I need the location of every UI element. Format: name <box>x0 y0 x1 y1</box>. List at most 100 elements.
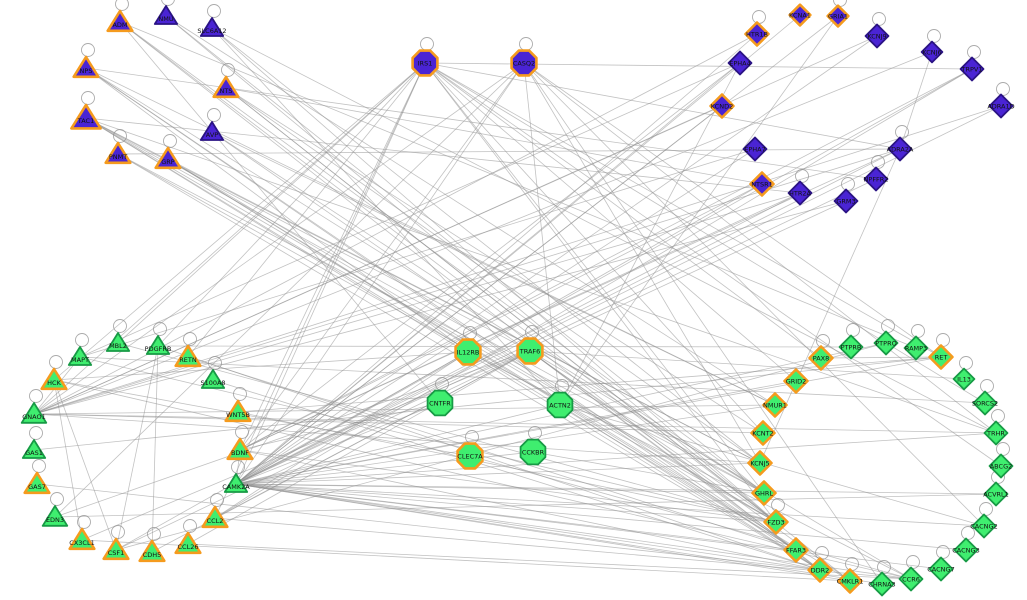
diamond-node-shape[interactable] <box>833 188 859 214</box>
triangle-node-shape[interactable] <box>21 439 47 459</box>
graph-node[interactable]: CNTFR <box>426 389 454 417</box>
graph-node[interactable]: WNT5B <box>224 399 252 423</box>
triangle-node-shape[interactable] <box>153 5 179 25</box>
graph-node[interactable]: KCNJ5 <box>747 450 773 476</box>
triangle-node-shape[interactable] <box>70 103 102 130</box>
diamond-node-shape[interactable] <box>808 345 834 371</box>
triangle-node-shape[interactable] <box>200 369 226 389</box>
triangle-node-shape[interactable] <box>40 367 68 391</box>
graph-node[interactable]: GRID2 <box>783 368 809 394</box>
graph-node[interactable]: NMUR1 <box>762 392 788 418</box>
graph-node[interactable]: NMU <box>153 5 179 25</box>
diamond-node-shape[interactable] <box>928 556 954 582</box>
graph-node[interactable]: IL12RB <box>454 338 482 366</box>
triangle-node-shape[interactable] <box>201 505 229 529</box>
graph-node[interactable]: CACNG2 <box>970 513 998 539</box>
graph-node[interactable]: ACTN2 <box>546 391 574 419</box>
graph-node[interactable]: CCR6 <box>898 566 924 592</box>
graph-node[interactable]: CLEC7A <box>456 442 484 470</box>
diamond-node-shape[interactable] <box>750 420 776 446</box>
triangle-node-shape[interactable] <box>224 399 252 423</box>
octagon-node-shape[interactable] <box>426 389 454 417</box>
graph-node[interactable]: CX3CL1 <box>68 527 96 551</box>
triangle-node-shape[interactable] <box>174 344 202 368</box>
octagon-node-shape[interactable] <box>510 49 538 77</box>
triangle-node-shape[interactable] <box>212 75 240 99</box>
triangle-node-shape[interactable] <box>154 146 182 170</box>
graph-node[interactable]: HCK <box>40 367 68 391</box>
diamond-node-shape[interactable] <box>727 50 753 76</box>
graph-node[interactable]: GAS1 <box>21 439 47 459</box>
diamond-node-shape[interactable] <box>988 93 1014 119</box>
graph-node[interactable]: ADRA2A <box>887 136 914 162</box>
diamond-node-shape[interactable] <box>972 390 998 416</box>
diamond-node-shape[interactable] <box>747 450 773 476</box>
triangle-node-shape[interactable] <box>199 121 225 141</box>
octagon-node-shape[interactable] <box>546 391 574 419</box>
triangle-node-shape[interactable] <box>23 471 51 495</box>
graph-node[interactable]: AVP <box>199 121 225 141</box>
graph-node[interactable]: S100A8 <box>200 369 226 389</box>
graph-node[interactable]: HTR1B <box>744 21 770 47</box>
graph-node[interactable]: EDN3 <box>41 505 69 527</box>
diamond-node-shape[interactable] <box>744 21 770 47</box>
graph-node[interactable]: HTR2A <box>787 180 813 206</box>
graph-node[interactable]: PDGFRB <box>145 335 172 355</box>
graph-node[interactable]: GNAO1 <box>20 402 48 424</box>
graph-node[interactable]: CHRNA3 <box>868 571 896 597</box>
graph-node[interactable]: ADRA1D <box>987 93 1015 119</box>
diamond-node-shape[interactable] <box>787 180 813 206</box>
graph-node[interactable]: CSF1 <box>102 537 130 561</box>
graph-node[interactable]: SORCS2 <box>972 390 998 416</box>
octagon-node-shape[interactable] <box>411 49 439 77</box>
graph-node[interactable]: KCNJ6 <box>920 40 944 64</box>
graph-node[interactable]: CAMK2A <box>222 473 250 493</box>
diamond-node-shape[interactable] <box>783 537 809 563</box>
triangle-node-shape[interactable] <box>223 473 249 493</box>
graph-node[interactable]: TAC1 <box>70 103 102 130</box>
diamond-node-shape[interactable] <box>988 453 1014 479</box>
graph-node[interactable]: NTS <box>212 75 240 99</box>
graph-node[interactable]: GAS7 <box>23 471 51 495</box>
diamond-node-shape[interactable] <box>837 568 863 594</box>
triangle-node-shape[interactable] <box>68 527 96 551</box>
triangle-node-shape[interactable] <box>199 17 225 37</box>
diamond-node-shape[interactable] <box>864 23 890 49</box>
triangle-node-shape[interactable] <box>138 539 166 563</box>
graph-node[interactable]: KCNJ9 <box>864 23 890 49</box>
octagon-node-shape[interactable] <box>454 338 482 366</box>
triangle-node-shape[interactable] <box>20 402 48 424</box>
graph-node[interactable]: CCKBR <box>519 438 547 466</box>
diamond-node-shape[interactable] <box>763 509 789 535</box>
diamond-node-shape[interactable] <box>971 513 997 539</box>
graph-node[interactable]: CACNG3 <box>952 537 980 563</box>
diamond-node-shape[interactable] <box>887 136 913 162</box>
graph-node[interactable]: SLC6A12 <box>197 17 227 37</box>
diamond-node-shape[interactable] <box>953 537 979 563</box>
graph-node[interactable]: EPHA4 <box>727 50 753 76</box>
graph-node[interactable]: KCNT2 <box>750 420 776 446</box>
diamond-node-shape[interactable] <box>863 166 889 192</box>
diamond-node-shape[interactable] <box>903 335 929 361</box>
graph-node[interactable]: PTPRB <box>838 334 864 360</box>
diamond-node-shape[interactable] <box>742 136 768 162</box>
graph-node[interactable]: IL13 <box>952 367 976 391</box>
diamond-node-shape[interactable] <box>952 367 976 391</box>
diamond-node-shape[interactable] <box>898 566 924 592</box>
graph-node[interactable]: CDH5 <box>138 539 166 563</box>
triangle-node-shape[interactable] <box>106 9 134 33</box>
graph-node[interactable]: CCL2 <box>201 505 229 529</box>
graph-node[interactable]: BDNF <box>226 437 254 461</box>
triangle-node-shape[interactable] <box>72 55 100 79</box>
graph-node[interactable]: KCND2 <box>709 93 735 119</box>
graph-node[interactable]: KCNA1 <box>788 3 812 27</box>
graph-node[interactable]: GRM3 <box>833 188 859 214</box>
graph-node[interactable]: MBL2 <box>105 332 131 352</box>
octagon-node-shape[interactable] <box>519 438 547 466</box>
graph-node[interactable]: PTPRO <box>873 330 899 356</box>
diamond-node-shape[interactable] <box>873 330 899 356</box>
diamond-node-shape[interactable] <box>928 344 954 370</box>
graph-node[interactable]: GHRL <box>751 480 777 506</box>
diamond-node-shape[interactable] <box>709 93 735 119</box>
octagon-node-shape[interactable] <box>516 337 544 365</box>
